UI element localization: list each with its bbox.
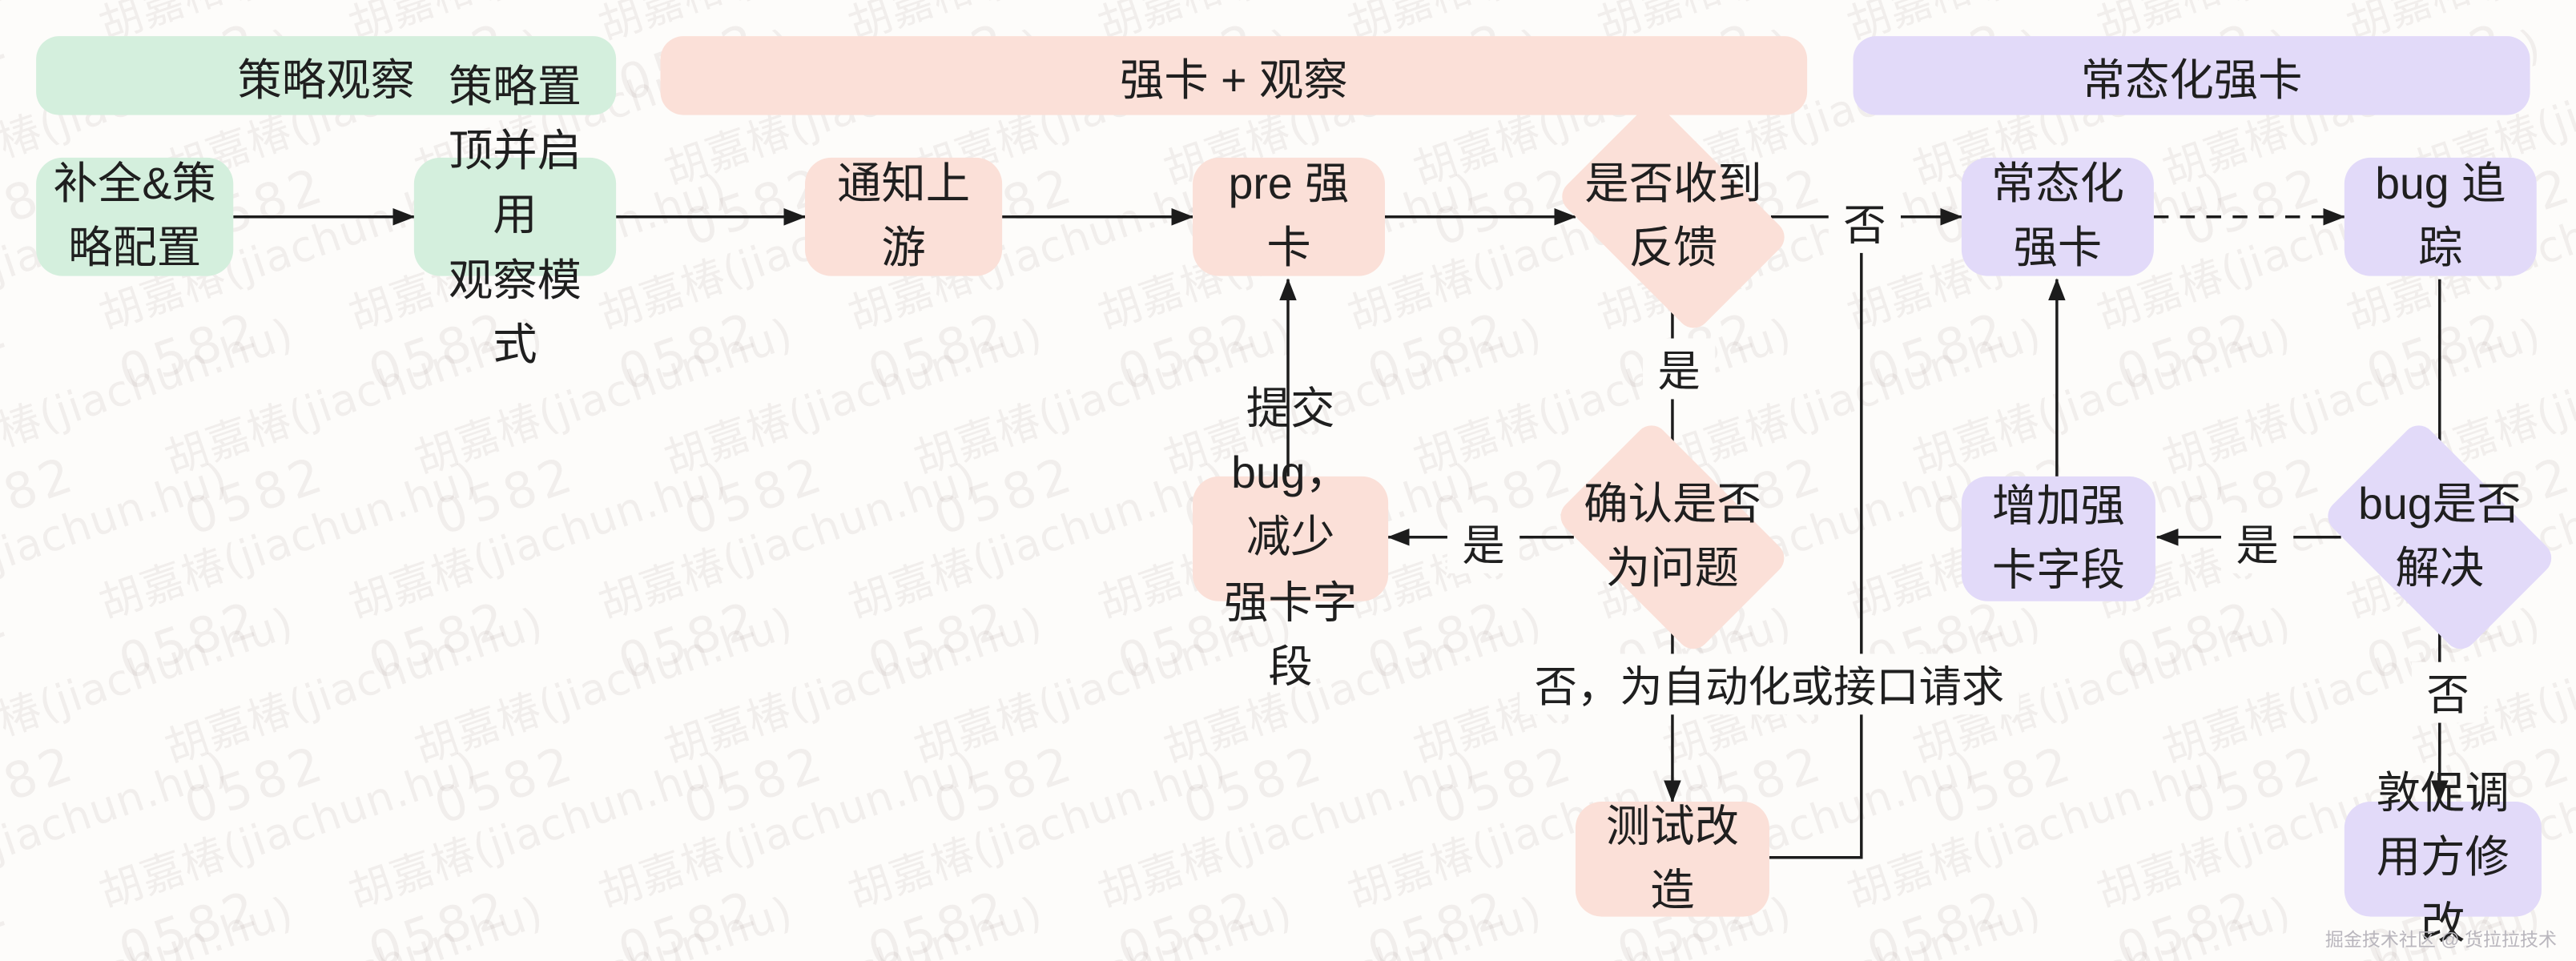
watermark-text: 胡嘉椿(jiachun.hu)0582: [1841, 743, 2232, 961]
node-test-rework[interactable]: 测试改造: [1575, 802, 1769, 917]
watermark-text: 胡嘉椿(jiachun.hu)0582: [343, 743, 735, 961]
node-got-feedback-label: 是否收到 反馈: [1584, 159, 1762, 273]
node-submit-bug-label: 提交 bug，减少 强卡字段: [1224, 384, 1358, 692]
watermark-text: 胡嘉椿(jiachun.hu)0582: [658, 599, 1049, 838]
edge-label-feedback-yes: 是: [1643, 338, 1716, 400]
node-notify-label: 通知上游: [836, 159, 971, 273]
watermark-text: 胡嘉椿(jiachun.hu)0582: [593, 454, 984, 693]
node-pin-strategy-label: 策略置顶并启用 观察模式: [448, 62, 582, 369]
watermark-text: 胡嘉椿(jiachun.hu)0582: [159, 599, 550, 838]
watermark-text: 胡嘉椿(jiachun.hu)0582: [0, 743, 235, 961]
watermark-text: 胡嘉椿(jiachun.hu)0582: [1157, 885, 1572, 961]
edge-label-bug-no: 否: [2411, 661, 2485, 723]
watermark-text: 胡嘉椿(jiachun.hu)0582: [409, 599, 800, 838]
watermark-text: 胡嘉椿(jiachun.hu)0582: [1907, 599, 2298, 838]
watermark-text: 胡嘉椿(jiachun.hu)0582: [93, 454, 485, 693]
edge-label-issue-yes: 是: [1447, 513, 1520, 573]
node-bug-solved-label: bug是否 解决: [2358, 479, 2522, 593]
watermark-text: 胡嘉椿(jiachun.hu)0582: [343, 454, 735, 693]
phase-band-normalize-label: 常态化强卡: [2080, 54, 2303, 105]
phase-band-observe: 策略观察: [36, 36, 617, 115]
node-bug-solved[interactable]: bug是否 解决: [2320, 418, 2558, 656]
watermark-text: 胡嘉椿(jiachun.hu)0582: [408, 885, 823, 961]
edge-label-bug-yes: 是: [2220, 513, 2294, 573]
watermark-text: 胡嘉椿(jiachun.hu)0582: [842, 743, 1234, 961]
phase-band-normalize: 常态化强卡: [1853, 36, 2530, 115]
node-add-field-label: 增加强卡字段: [1991, 480, 2125, 595]
node-normal-force-label: 常态化强卡: [1990, 159, 2124, 273]
node-urge-caller-label: 敦促调用方修改: [2376, 769, 2510, 947]
watermark-text: 胡嘉椿(jiachun.hu)0582: [158, 885, 573, 961]
node-config[interactable]: 补全&策略配置: [36, 157, 234, 276]
node-pin-strategy[interactable]: 策略置顶并启用 观察模式: [413, 62, 617, 369]
watermark-text: 胡嘉椿(jiachun.hu)0582: [908, 885, 1322, 961]
watermark-text: 胡嘉椿(jiachun.hu)0582: [1092, 743, 1483, 961]
phase-band-force-observe: 强卡 + 观察: [660, 36, 1808, 115]
node-test-rework-label: 测试改造: [1605, 801, 1740, 915]
node-is-issue[interactable]: 确认是否 为问题: [1554, 418, 1791, 656]
node-submit-bug[interactable]: 提交 bug，减少 强卡字段: [1193, 384, 1389, 691]
node-got-feedback[interactable]: 是否收到 反馈: [1555, 99, 1792, 335]
watermark-text: 胡嘉椿(jiachun.hu)0582: [93, 743, 485, 961]
watermark-text: 胡嘉椿(jiachun.hu)0582: [658, 885, 1073, 961]
node-notify[interactable]: 通知上游: [805, 157, 1003, 276]
watermark-text: 胡嘉椿(jiachun.hu)0582: [0, 454, 235, 693]
watermark-text: 胡嘉椿(jiachun.hu)0582: [0, 310, 300, 549]
node-config-label: 补全&策略配置: [53, 159, 216, 273]
watermark-text: 胡嘉椿(jiachun.hu)0582: [0, 885, 324, 961]
edge-label-issue-no: 否，为自动化或接口请求: [1519, 653, 2019, 715]
watermark-text: 胡嘉椿(jiachun.hu)0582: [0, 599, 300, 838]
watermark-text: 胡嘉椿(jiachun.hu)0582: [658, 310, 1049, 549]
node-urge-caller[interactable]: 敦促调用方修改: [2344, 770, 2542, 947]
phase-band-force-observe-label: 强卡 + 观察: [1119, 54, 1348, 105]
node-bug-track[interactable]: bug 追踪: [2344, 157, 2537, 276]
phase-band-observe-label: 策略观察: [237, 54, 415, 105]
footer-credit: 掘金技术社区 @ 货拉拉技术: [2324, 929, 2557, 950]
node-normal-force[interactable]: 常态化强卡: [1961, 157, 2154, 276]
edge-test-to-feedback-no-junction: [1769, 216, 1863, 859]
node-bug-track-label: bug 追踪: [2375, 159, 2506, 273]
node-pre-force[interactable]: pre 强卡: [1193, 157, 1386, 276]
node-add-field[interactable]: 增加强卡字段: [1961, 476, 2155, 601]
watermark-text: 胡嘉椿(jiachun.hu)0582: [593, 743, 984, 961]
edge-label-feedback-no: 否: [1828, 192, 1902, 253]
watermark-text: 胡嘉椿(jiachun.hu)0582: [1906, 885, 2321, 961]
node-is-issue-label: 确认是否 为问题: [1584, 479, 1761, 593]
node-pre-force-label: pre 强卡: [1228, 159, 1350, 273]
